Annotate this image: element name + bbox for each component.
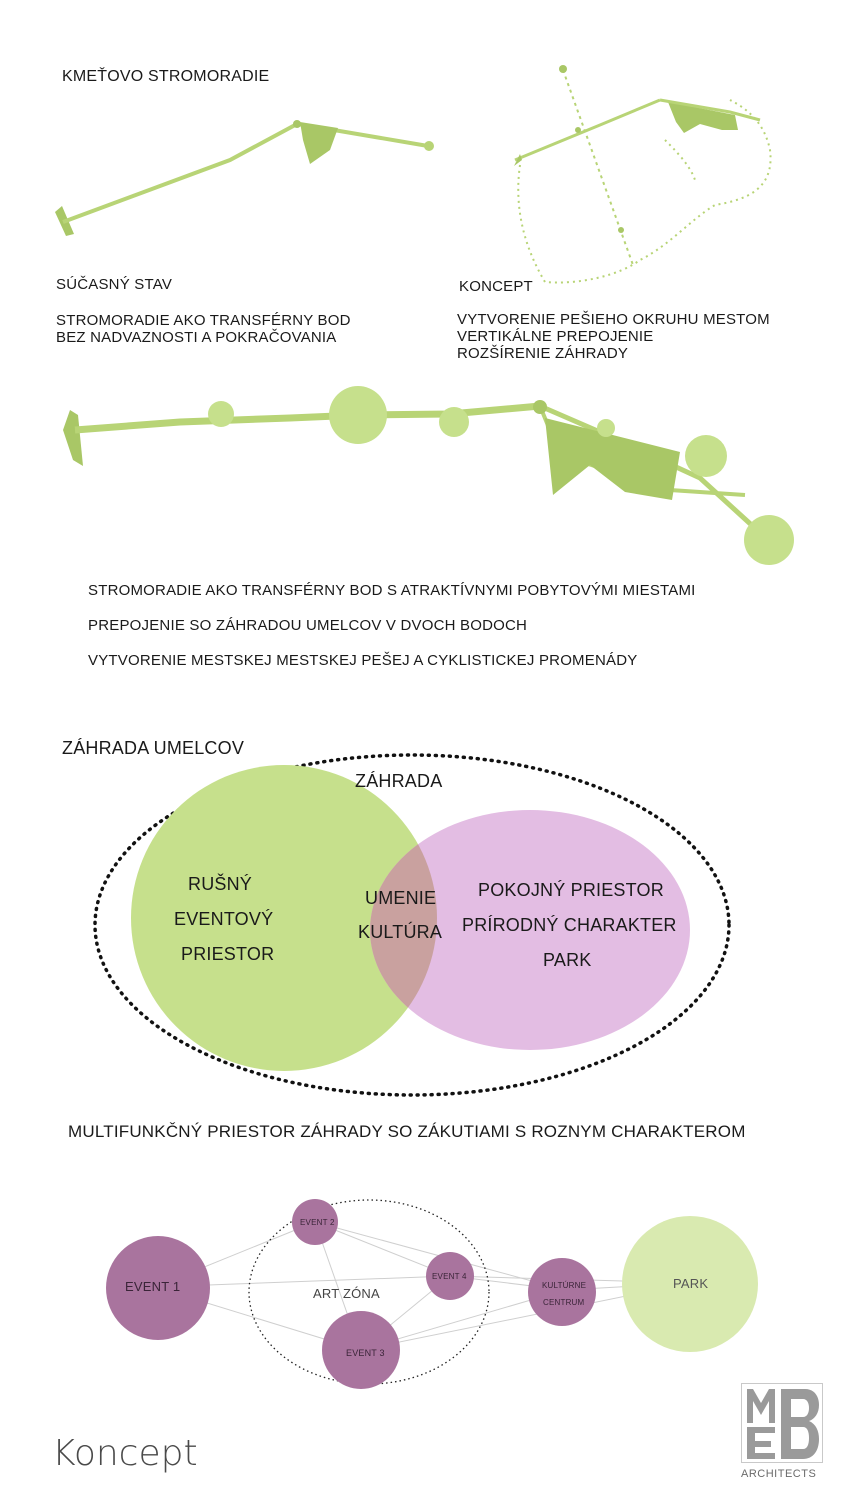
garden-heading: ZÁHRADA UMELCOV (62, 738, 245, 758)
calm-label-2: PRÍRODNÝ CHARAKTER (462, 915, 677, 935)
calm-label-1: POKOJNÝ PRIESTOR (478, 880, 664, 900)
promenade-diagram (63, 386, 794, 565)
event-4-label: EVENT 4 (432, 1272, 467, 1281)
event-2-label: EVENT 2 (300, 1218, 335, 1227)
event-1-label: EVENT 1 (125, 1279, 181, 1294)
promenade-note-3: VYTVORENIE MESTSKEJ MESTSKEJ PEŠEJ A CYK… (88, 652, 638, 669)
concept-line-2: VERTIKÁLNE PREPOJENIE (457, 328, 654, 345)
promenade-note-2: PREPOJENIE SO ZÁHRADOU UMELCOV V DVOCH B… (88, 617, 528, 634)
culture-center-node (528, 1258, 596, 1326)
network-links (154, 1221, 691, 1351)
current-state-heading: SÚČASNÝ STAV (56, 276, 173, 293)
art-zone-label: ART ZÓNA (313, 1286, 380, 1301)
page-title: KMEŤOVO STROMORADIE (62, 68, 270, 85)
busy-label-3: PRIESTOR (181, 944, 275, 964)
current-state-line-1: STROMORADIE AKO TRANSFÉRNY BOD (56, 312, 351, 329)
busy-label-2: EVENTOVÝ (174, 909, 274, 929)
meb-architects-logo (741, 1383, 823, 1463)
current-state-line-2: BEZ NADVAZNOSTI A POKRAČOVANIA (56, 329, 337, 346)
concept-line-3: ROZŠÍRENIE ZÁHRADY (457, 345, 629, 362)
promenade-note-1: STROMORADIE AKO TRANSFÉRNY BOD S ATRAKTÍ… (88, 582, 696, 599)
multifunction-heading: MULTIFUNKČNÝ PRIESTOR ZÁHRADY SO ZÁKUTIA… (68, 1122, 746, 1141)
current-state-map (55, 120, 434, 236)
logo-label: ARCHITECTS (741, 1468, 817, 1480)
concept-line-1: VYTVORENIE PEŠIEHO OKRUHU MESTOM (457, 311, 770, 328)
culture-label-1: KULTÚRNE (542, 1281, 587, 1290)
overlap-label-1: UMENIE (365, 888, 437, 908)
garden-outer-label: ZÁHRADA (355, 771, 443, 791)
culture-label-2: CENTRUM (543, 1298, 585, 1307)
concept-heading: KONCEPT (459, 278, 533, 295)
event-3-label: EVENT 3 (346, 1348, 385, 1358)
busy-label-1: RUŠNÝ (188, 874, 253, 894)
concept-map (514, 65, 772, 284)
calm-label-3: PARK (543, 950, 592, 970)
park-label: PARK (673, 1276, 709, 1291)
overlap-label-2: KULTÚRA (358, 922, 443, 942)
site-diagrams (55, 65, 794, 565)
footer-title: Koncept (52, 1433, 198, 1474)
